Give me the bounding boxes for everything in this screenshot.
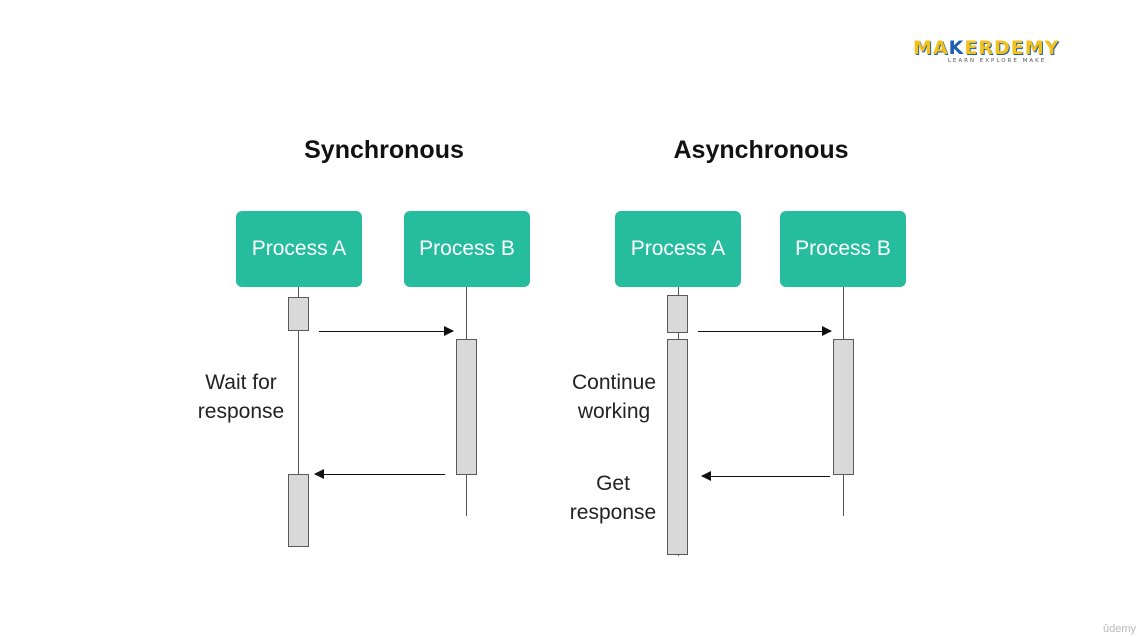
sync-request-arrow — [319, 326, 454, 336]
async-note1-line1: Continue — [571, 371, 657, 394]
async-note2-line2: response — [569, 501, 657, 524]
async-response-arrow — [701, 471, 830, 481]
udemy-watermark: ûdemy — [1102, 623, 1136, 635]
async-continue-note: Continue working — [549, 368, 679, 426]
sync-response-arrow — [314, 469, 445, 479]
sync-activation-a-resume — [288, 474, 309, 547]
sync-activation-a-start — [288, 297, 309, 331]
async-activation-b — [833, 339, 854, 475]
logo-wordmark: MAKERDEMY — [913, 37, 1060, 59]
sync-process-a-box: Process A — [236, 211, 362, 287]
sync-note-line1: Wait for — [205, 371, 277, 394]
sync-lifeline-a — [298, 286, 299, 536]
async-activation-a-start — [667, 295, 688, 333]
async-process-a-label: Process A — [630, 237, 726, 260]
async-process-a-box: Process A — [615, 211, 741, 287]
sync-title: Synchronous — [304, 136, 464, 164]
sync-wait-note: Wait for response — [176, 368, 306, 426]
async-title: Asynchronous — [673, 136, 849, 164]
async-process-b-box: Process B — [780, 211, 906, 287]
logo-tagline: LEARN EXPLORE MAKE — [947, 58, 1047, 64]
sync-process-b-label: Process B — [419, 237, 515, 260]
async-process-b-label: Process B — [795, 237, 891, 260]
sync-activation-b — [456, 339, 477, 475]
makerdemy-logo: MAKERDEMY LEARN EXPLORE MAKE — [913, 38, 1081, 74]
async-note2-line1: Get — [596, 472, 630, 495]
async-activation-a-continue — [667, 339, 688, 555]
sync-process-b-box: Process B — [404, 211, 530, 287]
async-note1-line2: working — [577, 400, 651, 423]
sync-note-line2: response — [197, 400, 285, 423]
sync-process-a-label: Process A — [251, 237, 347, 260]
async-get-response-note: Get response — [548, 469, 678, 527]
async-request-arrow — [698, 326, 832, 336]
